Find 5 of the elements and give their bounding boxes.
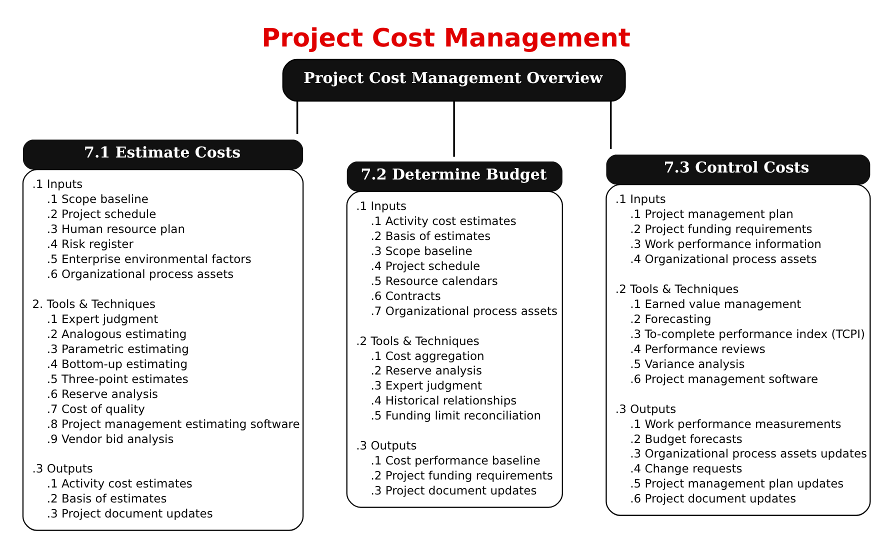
diagram-title: Project Cost Management — [262, 22, 630, 52]
connector — [296, 100, 298, 134]
node-box: Project Cost Management Overview — [282, 58, 626, 102]
connector — [610, 100, 612, 148]
connector — [453, 100, 455, 156]
